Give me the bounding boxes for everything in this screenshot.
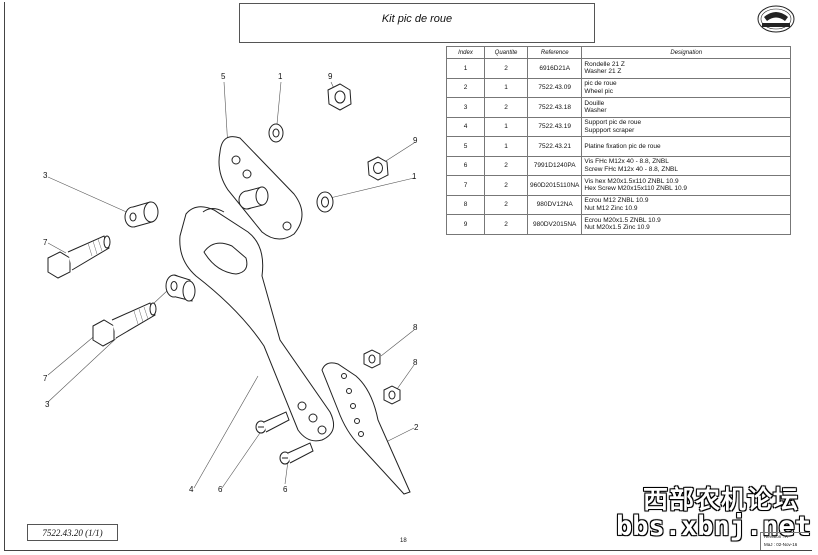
designation-line: Screw FHc M12x 40 - 8.8, ZNBL: [584, 165, 678, 173]
row-reference: 6916D21A: [526, 58, 583, 79]
designation-line: Washer 21 Z: [584, 68, 622, 76]
callout-label: 8: [413, 323, 418, 332]
revision-label: Revision : A: [764, 534, 788, 539]
part-1-washer-right: [316, 191, 334, 213]
page-frame: [4, 2, 812, 551]
callout-label: 7: [43, 238, 48, 247]
part-7-screw-top: [47, 235, 111, 279]
callout-label: 1: [412, 172, 417, 181]
part-number: 7522.43.20 (1/1): [42, 528, 103, 538]
callout-label: 7: [43, 374, 48, 383]
part-number-box: 7522.43.20 (1/1): [27, 524, 118, 541]
header-designation: Designation: [581, 46, 791, 59]
part-9-nut-top: [327, 83, 352, 111]
callout-label: 6: [218, 485, 223, 494]
designation-line: Nut M20x1.5 Zinc 10.9: [584, 224, 650, 232]
callout-label: 9: [328, 72, 333, 81]
title-box: Kit pic de roue: [239, 3, 595, 43]
designation-line: Washer: [584, 107, 607, 115]
callout-label: 8: [413, 358, 418, 367]
part-6-screw-top: [255, 411, 290, 434]
revision-box: Revision : A MaJ : 02-Nov-16: [760, 532, 810, 550]
part-2-scraper-pic: [321, 362, 411, 495]
part-6-screw-bottom: [279, 442, 314, 465]
part-7-screw-bottom: [92, 302, 157, 347]
callout-label: 6: [283, 485, 288, 494]
part-9-nut-right: [367, 156, 389, 181]
callout-labels: 5 1 9 9 1 3 7 7 3 8 8 2 4 6 6: [43, 72, 419, 494]
part-4-support-arm: [179, 206, 335, 442]
page-number: 18: [400, 538, 407, 544]
designation-line: pic de roue: [584, 80, 617, 88]
part-1-washer-top: [268, 123, 284, 143]
designation-line: Douille: [584, 99, 605, 107]
designation-line: Hex Screw M20x15x110 ZNBL 10.9: [584, 185, 688, 193]
watermark-url: bbs.xbnj.net: [616, 511, 812, 542]
parts-table-header: Index Quantite Reference Designation: [446, 46, 791, 59]
part-8-nut-bottom: [383, 385, 401, 405]
callout-label: 2: [414, 423, 419, 432]
designation-line: Suppport scraper: [584, 126, 635, 134]
designation-line: Nut M12 Zinc 10.9: [584, 204, 638, 212]
designation-line: Ecrou M20x1.5 ZNBL 10.9: [584, 216, 661, 224]
callout-label: 3: [45, 400, 50, 409]
designation-line: Vis hex M20x1.5x110 ZNBL 10.9: [584, 177, 679, 185]
page-title: Kit pic de roue: [381, 13, 453, 25]
part-3-spacer-left-bottom: [165, 274, 196, 302]
revision-date: MaJ : 02-Nov-16: [764, 542, 798, 547]
designation-line: Support pic de roue: [584, 119, 642, 127]
row-index: 9: [446, 214, 485, 235]
part-8-nut-top: [363, 349, 381, 369]
designation-line: Ecrou M12 ZNBL 10.9: [584, 197, 649, 205]
header-reference: Reference: [526, 46, 583, 59]
callout-label: 4: [189, 485, 194, 494]
designation-line: Rondelle 21 Z: [584, 60, 625, 68]
callout-label: 3: [43, 171, 48, 180]
watermark-forum-name: 西部农机论坛: [643, 485, 800, 514]
brand-logo-icon: [757, 5, 795, 33]
designation-line: Vis FHc M12x 40 - 8.8, ZNBL: [584, 158, 669, 166]
designation-line: Platine fixation pic de roue: [584, 142, 661, 150]
row-reference: 980DV2015NA: [526, 214, 583, 235]
part-3-sleeve-upper: [238, 186, 269, 210]
callout-label: 5: [221, 72, 226, 81]
designation-line: Wheel pic: [584, 87, 613, 95]
part-3-spacer-left-top: [124, 201, 159, 228]
header-quantity: Quantite: [484, 46, 528, 59]
callout-label: 9: [413, 136, 418, 145]
callout-label: 1: [278, 72, 283, 81]
